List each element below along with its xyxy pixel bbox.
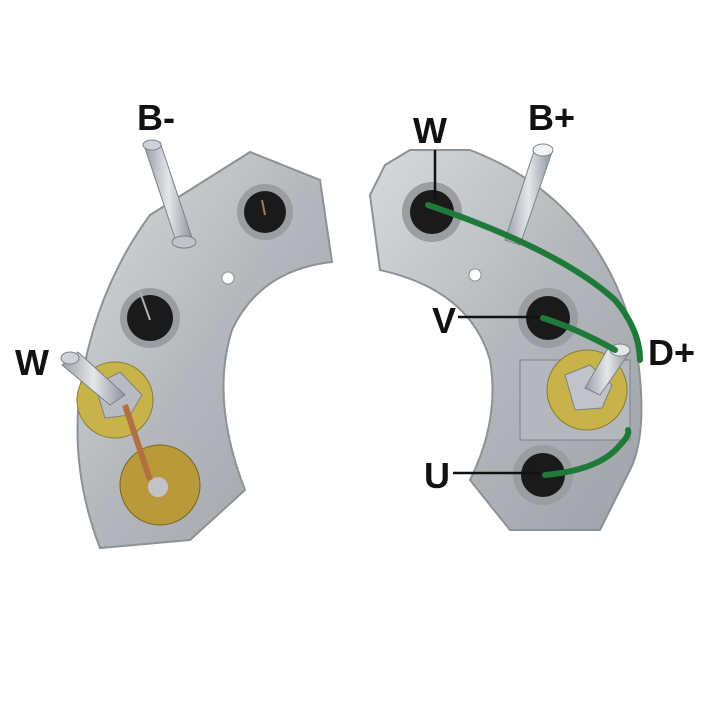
label-b-minus: B- <box>137 97 175 138</box>
label-b-plus: B+ <box>528 97 576 138</box>
label-d-plus: D+ <box>648 332 696 373</box>
label-v: V <box>432 300 457 341</box>
label-w-left: W <box>15 342 49 383</box>
w-bolt-left <box>60 351 154 439</box>
green-wires <box>425 202 643 478</box>
b-minus-bolt <box>142 139 197 249</box>
leader-lines <box>433 150 540 475</box>
b-plus-bolt <box>504 143 554 246</box>
label-w-right: W <box>413 110 447 151</box>
terminal-disc <box>119 404 201 526</box>
diode <box>237 184 293 240</box>
diode <box>402 182 462 242</box>
left-plate <box>60 139 334 550</box>
label-u: U <box>424 455 450 496</box>
right-plate <box>368 143 643 531</box>
d-plus-terminal <box>519 343 631 441</box>
diode <box>120 288 180 348</box>
